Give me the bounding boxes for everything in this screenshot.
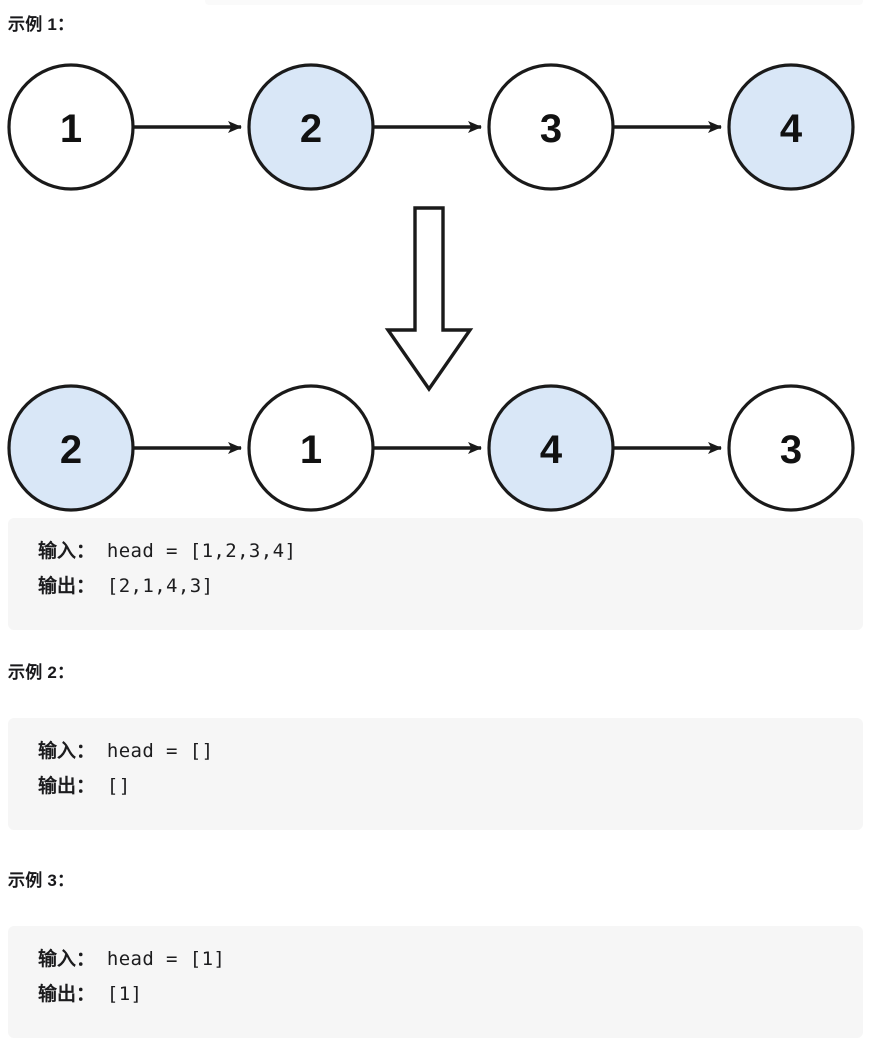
example-2-input-line: 输入： head = [] <box>8 734 863 769</box>
example-3-heading: 示例 3： <box>8 871 75 890</box>
node-after-1-label: 1 <box>300 428 322 472</box>
node-after-1: 1 <box>247 384 375 512</box>
example-1-input-value: head = [1,2,3,4] <box>95 540 297 562</box>
example-1-code-block: 输入： head = [1,2,3,4] 输出： [2,1,4,3] <box>8 518 863 630</box>
node-before-0-label: 1 <box>60 107 82 151</box>
node-before-2-label: 3 <box>540 107 562 151</box>
node-after-3: 3 <box>727 384 855 512</box>
example-3-output-line: 输出： [1] <box>8 977 863 1012</box>
node-before-1: 2 <box>247 63 375 191</box>
example-3-input-value: head = [1] <box>95 948 226 970</box>
example-3-output-value: [1] <box>95 983 143 1005</box>
diagram-svg: 1 2 3 4 <box>7 63 855 512</box>
example-1-input-line: 输入： head = [1,2,3,4] <box>8 534 863 569</box>
node-before-0: 1 <box>7 63 135 191</box>
linked-list-swap-diagram: 1 2 3 4 <box>0 50 874 520</box>
example-2-output-label: 输出： <box>38 776 96 797</box>
example-1-heading: 示例 1： <box>8 15 75 34</box>
example-3-input-line: 输入： head = [1] <box>8 942 863 977</box>
node-before-3: 4 <box>727 63 855 191</box>
example-2-output-value: [] <box>95 775 131 797</box>
example-2-input-value: head = [] <box>95 740 214 762</box>
node-before-2: 3 <box>487 63 615 191</box>
node-after-3-label: 3 <box>780 428 802 472</box>
example-1-output-label: 输出： <box>38 576 96 597</box>
node-after-2-label: 4 <box>540 428 563 472</box>
top-divider-band <box>205 0 863 5</box>
node-after-0: 2 <box>7 384 135 512</box>
example-3-code-block: 输入： head = [1] 输出： [1] <box>8 926 863 1038</box>
after-row-nodes: 2 1 4 3 <box>7 384 855 512</box>
node-after-0-label: 2 <box>60 428 82 472</box>
example-1-output-line: 输出： [2,1,4,3] <box>8 569 863 604</box>
example-3-input-label: 输入： <box>38 949 96 970</box>
example-2-output-line: 输出： [] <box>8 769 863 804</box>
example-2-input-label: 输入： <box>38 741 96 762</box>
down-block-arrow-icon <box>384 206 474 392</box>
before-row-nodes: 1 2 3 4 <box>7 63 855 191</box>
example-1-output-value: [2,1,4,3] <box>95 575 214 597</box>
node-before-3-label: 4 <box>780 107 803 151</box>
example-3-output-label: 输出： <box>38 984 96 1005</box>
example-2-heading: 示例 2： <box>8 663 75 682</box>
example-1-input-label: 输入： <box>38 541 96 562</box>
node-before-1-label: 2 <box>300 107 322 151</box>
example-2-code-block: 输入： head = [] 输出： [] <box>8 718 863 830</box>
node-after-2: 4 <box>487 384 615 512</box>
